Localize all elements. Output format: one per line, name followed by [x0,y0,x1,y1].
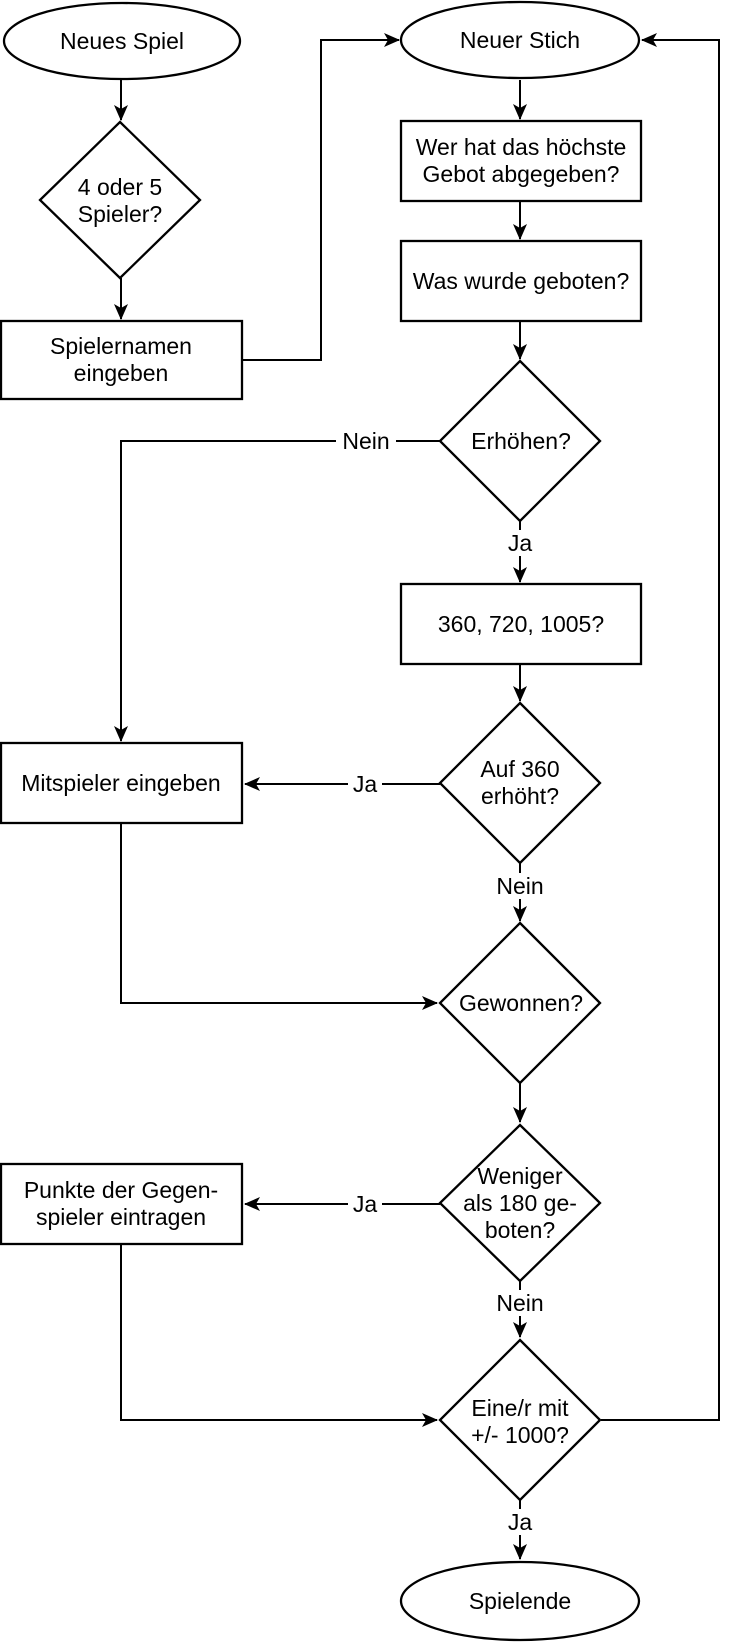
process-rect [399,239,643,323]
edge-label-weniger-ja: Ja [348,1191,382,1217]
edge-label-text: Ja [353,771,378,797]
label-background [348,1191,382,1217]
edge-spielernamen-to-neuer-stich [242,33,400,361]
node-label: Was wurde geboten? [413,268,630,294]
node-label-line2: erhöht? [481,783,559,809]
node-label: Gewonnen? [459,990,583,1016]
node-label-line2: Gebot abgegeben? [423,161,620,187]
process-rect [399,582,643,666]
decision-diamond [438,1338,602,1502]
node-label: Spielende [469,1588,571,1614]
process-rect [399,119,643,203]
node-erhoehen: Erhöhen? [438,359,602,523]
node-was-geboten: Was wurde geboten? [399,239,643,323]
node-label-line1: Spielernamen [50,333,192,359]
node-eine-r-mit-1000: Eine/r mit +/- 1000? [438,1338,602,1502]
node-label-line1: Auf 360 [480,756,559,782]
decision-diamond [438,701,602,865]
node-auf-360-erhoeht: Auf 360 erhöht? [438,701,602,865]
node-label: Neues Spiel [60,28,184,54]
node-label: Neuer Stich [460,27,580,53]
edge-label-text: Nein [496,873,543,899]
node-neues-spiel: Neues Spiel [2,1,242,81]
node-neuer-stich: Neuer Stich [399,0,641,80]
edge-label-eine-r-ja: Ja [503,1509,537,1535]
edge-mitspieler-to-gewonnen [120,823,438,1010]
edge-einer1000-to-neuer-stich [601,33,720,1421]
node-label-line1: Weniger [477,1163,563,1189]
node-punkte-gegenspieler: Punkte der Gegen- spieler eintragen [0,1162,244,1246]
edge-label-text: Nein [342,428,389,454]
edge-label-text: Ja [508,530,533,556]
decision-diamond [438,921,602,1085]
label-background [503,1509,537,1535]
label-background [348,771,382,797]
node-vier-oder-fuenf-spieler: 4 oder 5 Spieler? [38,120,202,280]
node-label-line1: 4 oder 5 [78,174,162,200]
node-label-line3: boten? [485,1217,555,1243]
decision-diamond [38,120,202,280]
node-label-line2: Spieler? [78,201,162,227]
node-label-line2: +/- 1000? [471,1422,569,1448]
terminator-ellipse [2,1,242,81]
node-label: Erhöhen? [471,428,571,454]
node-label: 360, 720, 1005? [438,611,604,637]
node-label-line2: eingeben [74,360,169,386]
process-rect [0,319,244,401]
node-mitspieler-eingeben: Mitspieler eingeben [0,741,244,825]
node-label-line1: Wer hat das höchste [416,134,627,160]
decision-diamond [438,1123,602,1283]
edge-erhoehen-nein-to-mitspieler [114,440,440,742]
node-spielende: Spielende [399,1560,641,1642]
node-label-line1: Eine/r mit [471,1395,569,1421]
terminator-ellipse [399,1560,641,1642]
edge-label-text: Ja [353,1191,378,1217]
edge-label-auf360-ja: Ja [348,771,382,797]
node-spielernamen-eingeben: Spielernamen eingeben [0,319,244,401]
decision-diamond [438,359,602,523]
edge-label-text: Ja [508,1509,533,1535]
label-background [490,1290,550,1316]
node-label-line2: als 180 ge- [463,1190,577,1216]
edge-label-weniger-nein: Nein [490,1290,550,1316]
node-label: Mitspieler eingeben [21,770,220,796]
node-hoechstes-gebot: Wer hat das höchste Gebot abgegeben? [399,119,643,203]
edge-label-erhoehen-ja: Ja [503,530,537,556]
edge-label-text: Nein [496,1290,543,1316]
node-label-line2: spieler eintragen [36,1204,206,1230]
terminator-ellipse [399,0,641,80]
label-background [490,873,550,899]
node-stufen: 360, 720, 1005? [399,582,643,666]
process-rect [0,741,244,825]
edge-label-erhoehen-nein: Nein [336,428,396,454]
label-background [503,530,537,556]
label-background [336,428,396,454]
edge-punkte-to-einer1000 [120,1244,438,1427]
process-rect [0,1162,244,1246]
edge-label-auf360-nein: Nein [490,873,550,899]
node-label-line1: Punkte der Gegen- [24,1177,218,1203]
node-weniger-als-180: Weniger als 180 ge- boten? [438,1123,602,1283]
node-gewonnen: Gewonnen? [438,921,602,1085]
